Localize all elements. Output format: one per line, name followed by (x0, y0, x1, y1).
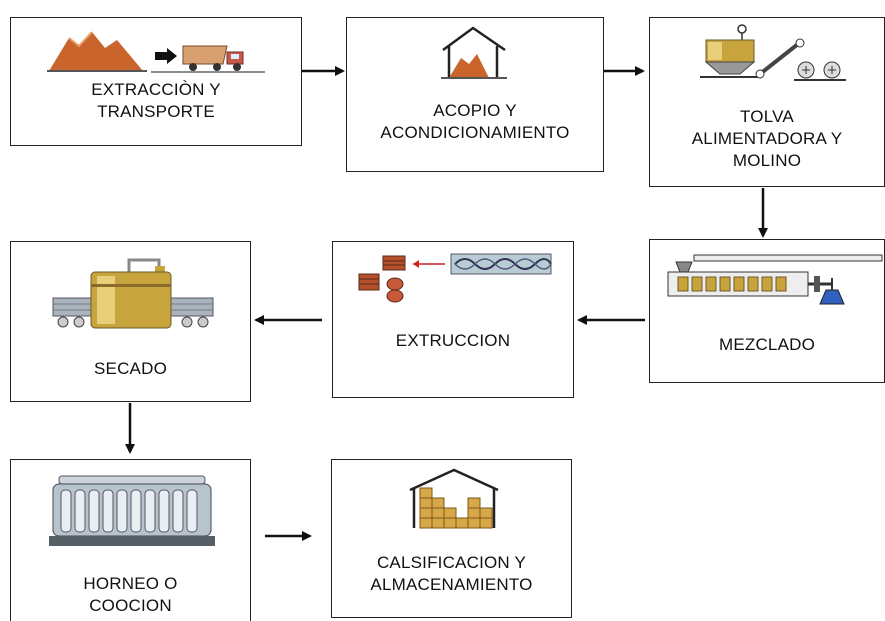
step-calsificacion: CALSIFICACION Y ALMACENAMIENTO (331, 459, 572, 618)
step-horneo: HORNEO O COOCION (10, 459, 251, 621)
step-tolva: TOLVA ALIMENTADORA Y MOLINO (649, 17, 885, 187)
step-calsificacion-label: CALSIFICACION Y ALMACENAMIENTO (370, 553, 533, 594)
step-extraccion: EXTRACCIÒN Y TRANSPORTE (10, 17, 302, 146)
step-mezclado: MEZCLADO (649, 239, 885, 383)
hopper-mill-icon (700, 24, 846, 81)
step-mezclado-label: MEZCLADO (718, 335, 816, 354)
step-secado: SECADO (10, 241, 251, 402)
step-tolva-label: TOLVA ALIMENTADORA Y MOLINO (691, 107, 843, 170)
step-extraccion-label: EXTRACCIÒN Y TRANSPORTE (91, 80, 221, 121)
mound-and-dump-truck-icon (47, 31, 265, 73)
step-extruccion: EXTRUCCION (332, 241, 574, 398)
warehouse-bricks-icon (409, 468, 499, 529)
kiln-icon (49, 475, 215, 546)
step-secado-label: SECADO (94, 359, 167, 378)
storage-shed-icon (441, 26, 507, 79)
mixer-icon (667, 254, 883, 305)
extruder-bricks-icon (358, 253, 552, 303)
step-extruccion-label: EXTRUCCION (395, 331, 511, 350)
step-acopio-label: ACOPIO Y ACONDICIONAMIENTO (380, 101, 570, 142)
step-horneo-label: HORNEO O COOCION (83, 574, 178, 615)
dryer-icon (52, 258, 214, 329)
step-acopio: ACOPIO Y ACONDICIONAMIENTO (346, 17, 604, 172)
